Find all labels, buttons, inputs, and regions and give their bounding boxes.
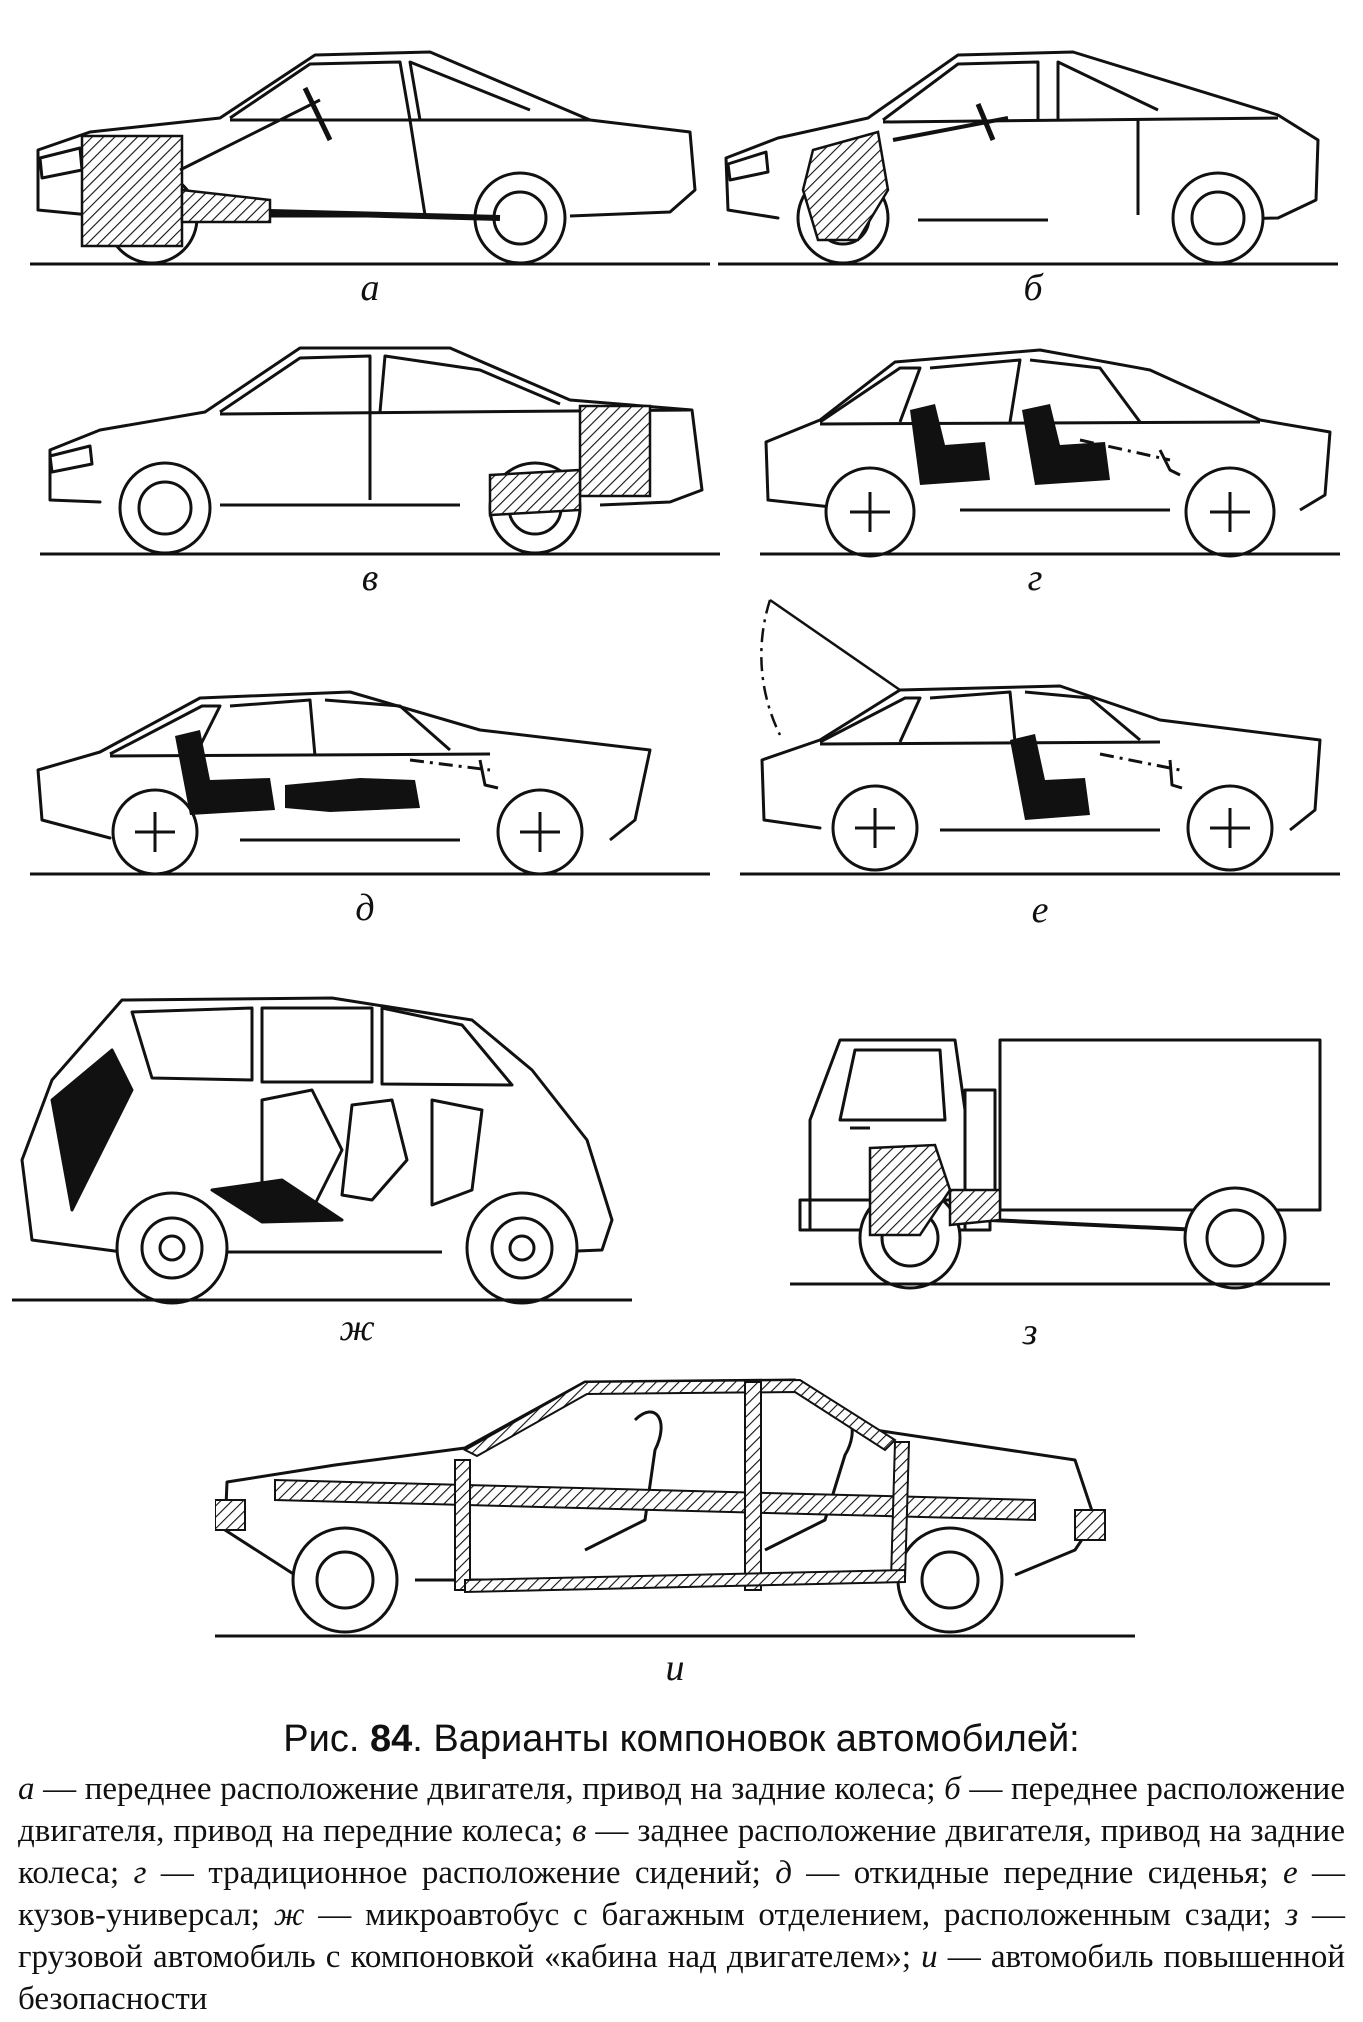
legend-letter-d: д xyxy=(775,1855,792,1891)
panel-label-a: а xyxy=(360,267,380,309)
car-illustration-e xyxy=(740,598,1340,876)
panel-z-cab-over-truck: з xyxy=(760,1020,1330,1353)
legend-text-b: — переднее расположение двигателя, приво… xyxy=(18,1771,1345,1849)
car-illustration-zh xyxy=(12,996,632,1305)
legend-letter-v: в xyxy=(572,1813,587,1849)
panel-label-b: б xyxy=(1023,267,1043,309)
panel-i-safety-car: и xyxy=(215,1370,1135,1689)
panel-label-v: в xyxy=(361,557,379,599)
legend-letter-g: г xyxy=(133,1855,147,1891)
car-illustration-i xyxy=(215,1378,1135,1638)
panel-label-g: г xyxy=(1027,557,1043,599)
figure-caption-title: Рис. 84. Варианты компоновок автомобилей… xyxy=(0,1718,1363,1761)
panel-a-front-engine-rwd: а xyxy=(30,40,710,309)
legend-letter-b: б xyxy=(944,1771,961,1807)
panel-label-d: д xyxy=(355,887,375,929)
legend-text-v: — заднее расположение двигателя, привод … xyxy=(18,1813,1345,1891)
caption-title-text: . Варианты компоновок автомобилей: xyxy=(412,1718,1080,1760)
panel-d-folding-front-seats: д xyxy=(30,670,710,929)
legend-text-d: — откидные передние сиденья; xyxy=(791,1855,1283,1891)
legend-text-e: — кузов-универсал; xyxy=(18,1855,1345,1933)
legend-text-zh: — микроавтобус с багажным отделением, ра… xyxy=(304,1897,1286,1933)
panel-label-z: з xyxy=(1022,1311,1038,1353)
legend-letter-zh: ж xyxy=(273,1897,305,1933)
panel-e-station-wagon: е xyxy=(740,590,1340,931)
panel-label-i: и xyxy=(665,1647,685,1689)
caption-number: 84 xyxy=(369,1718,413,1760)
legend-text-g: — традиционное расположение сидений; xyxy=(146,1855,776,1891)
figure-caption-legend: а — переднее расположение двигателя, при… xyxy=(18,1768,1345,2020)
legend-text-z: — грузовой автомобиль с компоновкой «каб… xyxy=(18,1897,1345,1975)
car-illustration-b xyxy=(718,50,1338,266)
legend-letter-a: а xyxy=(18,1771,35,1807)
legend-text-i: — автомобиль повышенной безопасности xyxy=(18,1939,1345,2017)
car-illustration-a xyxy=(30,50,710,266)
caption-prefix: Рис. xyxy=(283,1718,360,1760)
truck-illustration-z xyxy=(790,1038,1330,1290)
panel-g-traditional-seats: г xyxy=(760,330,1340,599)
car-illustration-v xyxy=(40,346,720,556)
panel-b-front-engine-fwd: б xyxy=(718,40,1338,309)
legend-text-a: — переднее расположение двигателя, приво… xyxy=(34,1771,945,1807)
car-illustration-d xyxy=(30,690,710,876)
legend-letter-z: з xyxy=(1285,1897,1299,1933)
panel-v-rear-engine-rwd: в xyxy=(40,330,720,599)
panel-label-e: е xyxy=(1031,889,1049,931)
panel-label-zh: ж xyxy=(339,1307,375,1349)
legend-letter-e: е xyxy=(1282,1855,1298,1891)
panel-zh-minibus: ж xyxy=(12,990,632,1349)
car-illustration-g xyxy=(760,348,1340,558)
legend-letter-i: и xyxy=(921,1939,938,1975)
